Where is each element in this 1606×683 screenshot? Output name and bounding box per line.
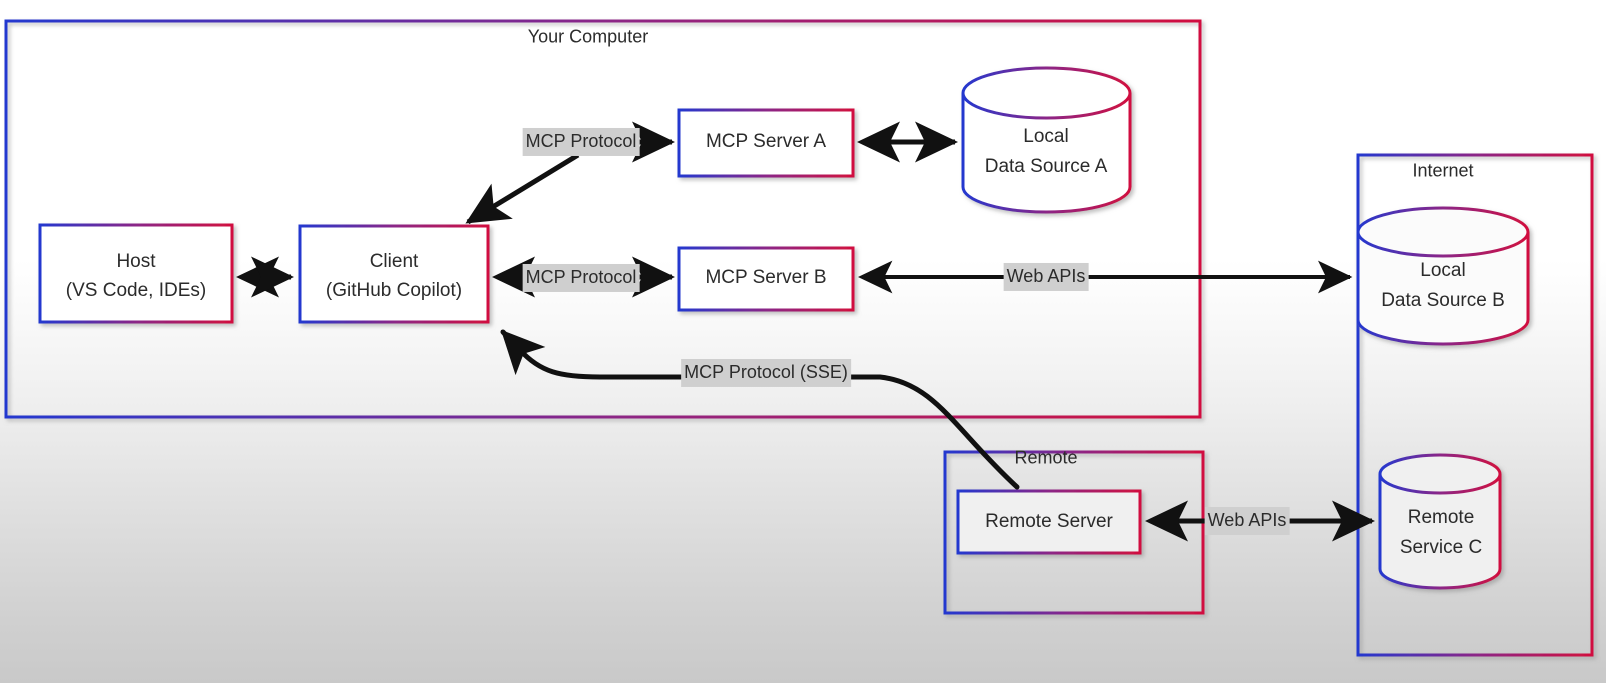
node-remote-server[interactable] xyxy=(956,489,1142,555)
edge-client-remote-server xyxy=(500,329,1020,490)
node-remote-service-c[interactable] xyxy=(1378,453,1502,590)
node-client[interactable] xyxy=(298,224,490,324)
node-local-data-source-b[interactable] xyxy=(1356,206,1530,346)
edge-client-mcp-server-a xyxy=(465,121,675,225)
node-mcp-server-a[interactable] xyxy=(677,108,855,178)
container-your-computer xyxy=(4,19,1202,419)
node-mcp-server-b[interactable] xyxy=(677,246,855,312)
container-internet xyxy=(1356,153,1594,657)
node-host[interactable] xyxy=(38,223,234,324)
node-local-data-source-a[interactable] xyxy=(961,66,1132,214)
